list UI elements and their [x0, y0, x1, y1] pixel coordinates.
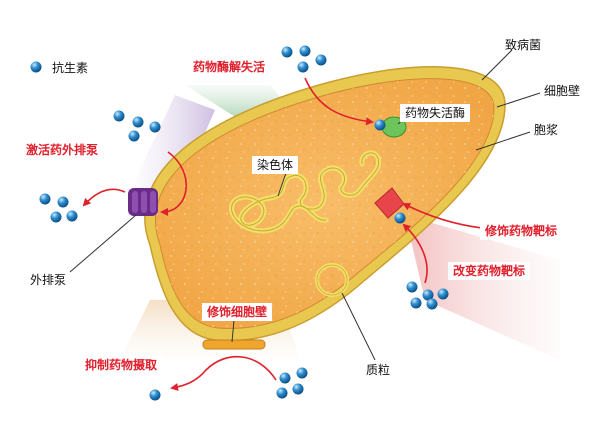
arrow-enzyme-inactivation	[304, 77, 374, 126]
arrow-modify-target	[402, 203, 483, 229]
inhibit-uptake-label: 抑制药物摄取	[80, 356, 163, 374]
arrow-efflux-in	[160, 151, 188, 216]
antibiotic-dots	[30, 45, 449, 401]
inactivated-enzyme-label: 药物失活酶	[400, 104, 471, 122]
modify-cell-wall-label: 修饰细胞壁	[202, 303, 273, 321]
beam-target	[405, 215, 560, 360]
leader-cell-wall	[496, 92, 541, 108]
cytoplasm-label: 胞浆	[534, 123, 559, 137]
alter-target-label: 改变药物靶标	[448, 262, 531, 280]
leader-efflux-pump	[69, 214, 137, 273]
arrow-efflux-out	[82, 188, 126, 207]
plasmid-label: 质粒	[366, 363, 391, 377]
enzyme-inactivation-label: 药物酶解失活	[188, 58, 271, 76]
modified-cell-wall-patch	[202, 339, 266, 350]
antibiotic-label: 抗生素	[52, 61, 89, 75]
modify-target-label: 修饰药物靶标	[480, 222, 563, 240]
arrow-inhibit-uptake	[170, 356, 277, 391]
arrow-alter-target	[402, 223, 428, 284]
pathogen-label: 致病菌	[505, 38, 542, 52]
leader-chromosome	[277, 169, 288, 197]
leader-plasmid	[341, 292, 376, 361]
efflux-pump	[128, 188, 158, 216]
leader-cytoplasm	[475, 131, 531, 151]
antibiotic-legend-dot	[30, 61, 42, 73]
chromosome-label: 染色体	[252, 156, 299, 174]
cell-wall-label: 细胞壁	[544, 84, 581, 98]
leader-pathogen	[481, 49, 513, 81]
activate-efflux-label: 激活药外排泵	[21, 141, 104, 159]
leader-modify-cell-wall	[231, 319, 235, 343]
efflux-pump-label: 外排泵	[30, 273, 67, 287]
